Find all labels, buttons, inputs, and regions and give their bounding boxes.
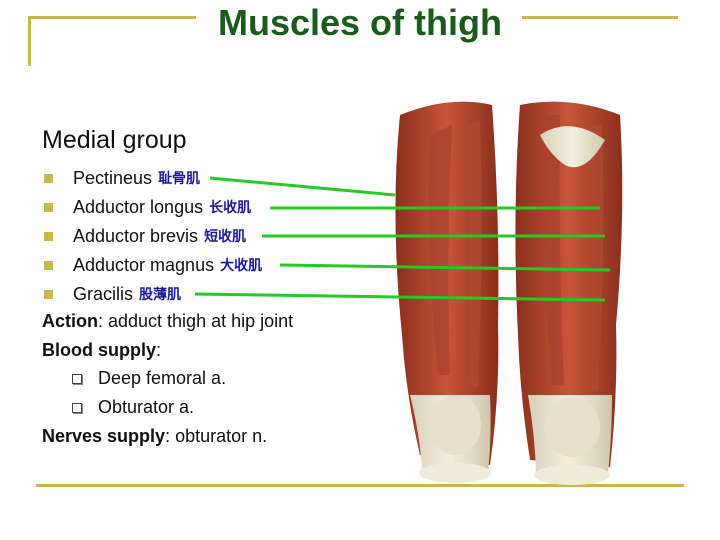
section-heading: Medial group: [42, 126, 187, 154]
blood-supply-label: Blood supply: [42, 340, 156, 360]
nerve-supply-line: Nerves supply: obturator n.: [42, 426, 267, 447]
thigh-muscle-illustration: [395, 101, 623, 485]
action-line: Action: adduct thigh at hip joint: [42, 311, 293, 332]
blood-item-text: Deep femoral a.: [98, 368, 227, 388]
muscle-name-chinese: 短收肌: [204, 229, 247, 245]
muscle-name-chinese: 股薄肌: [139, 287, 182, 303]
bullet-icon: [44, 173, 53, 183]
action-label: Action: [42, 311, 98, 331]
muscle-name: Pectineus: [73, 167, 153, 188]
muscle-item-adductor-longus: Adductor longus 长收肌: [42, 195, 251, 219]
muscle-item-gracilis: Gracilis 股薄肌: [42, 282, 181, 306]
frame-left-line: [28, 16, 31, 66]
muscle-name-chinese: 大收肌: [220, 258, 263, 274]
blood-supply-colon: :: [156, 340, 162, 360]
hollow-bullet-icon: [72, 373, 82, 384]
bullet-icon: [44, 289, 53, 299]
muscle-item-adductor-brevis: Adductor brevis 短收肌: [42, 224, 246, 248]
muscle-name: Gracilis: [73, 283, 134, 304]
title-background: [196, 2, 522, 40]
blood-item-text: Obturator a.: [98, 397, 195, 417]
bullet-icon: [44, 202, 53, 212]
nerve-supply-text: : obturator n.: [165, 426, 268, 446]
blood-item-obturator: Obturator a.: [72, 397, 194, 418]
muscle-item-adductor-magnus: Adductor magnus 大收肌: [42, 253, 262, 277]
frame-bottom-line: [36, 484, 684, 487]
muscle-item-pectineus: Pectineus 耻骨肌: [42, 166, 200, 190]
slide-title: Muscles of thigh: [217, 2, 502, 43]
leader-line-pectineus: [209, 176, 396, 197]
muscle-name: Adductor brevis: [73, 225, 199, 246]
nerve-supply-label: Nerves supply: [42, 426, 166, 446]
bullet-icon: [44, 231, 53, 241]
muscle-name: Adductor longus: [73, 196, 204, 217]
bullet-icon: [44, 260, 53, 270]
blood-supply-line: Blood supply:: [42, 340, 161, 361]
blood-item-deep-femoral: Deep femoral a.: [72, 368, 226, 389]
muscle-name-chinese: 耻骨肌: [158, 171, 201, 187]
hollow-bullet-icon: [72, 402, 82, 413]
action-text: : adduct thigh at hip joint: [98, 311, 294, 331]
muscle-name-chinese: 长收肌: [209, 200, 252, 216]
muscle-name: Adductor magnus: [73, 254, 215, 275]
